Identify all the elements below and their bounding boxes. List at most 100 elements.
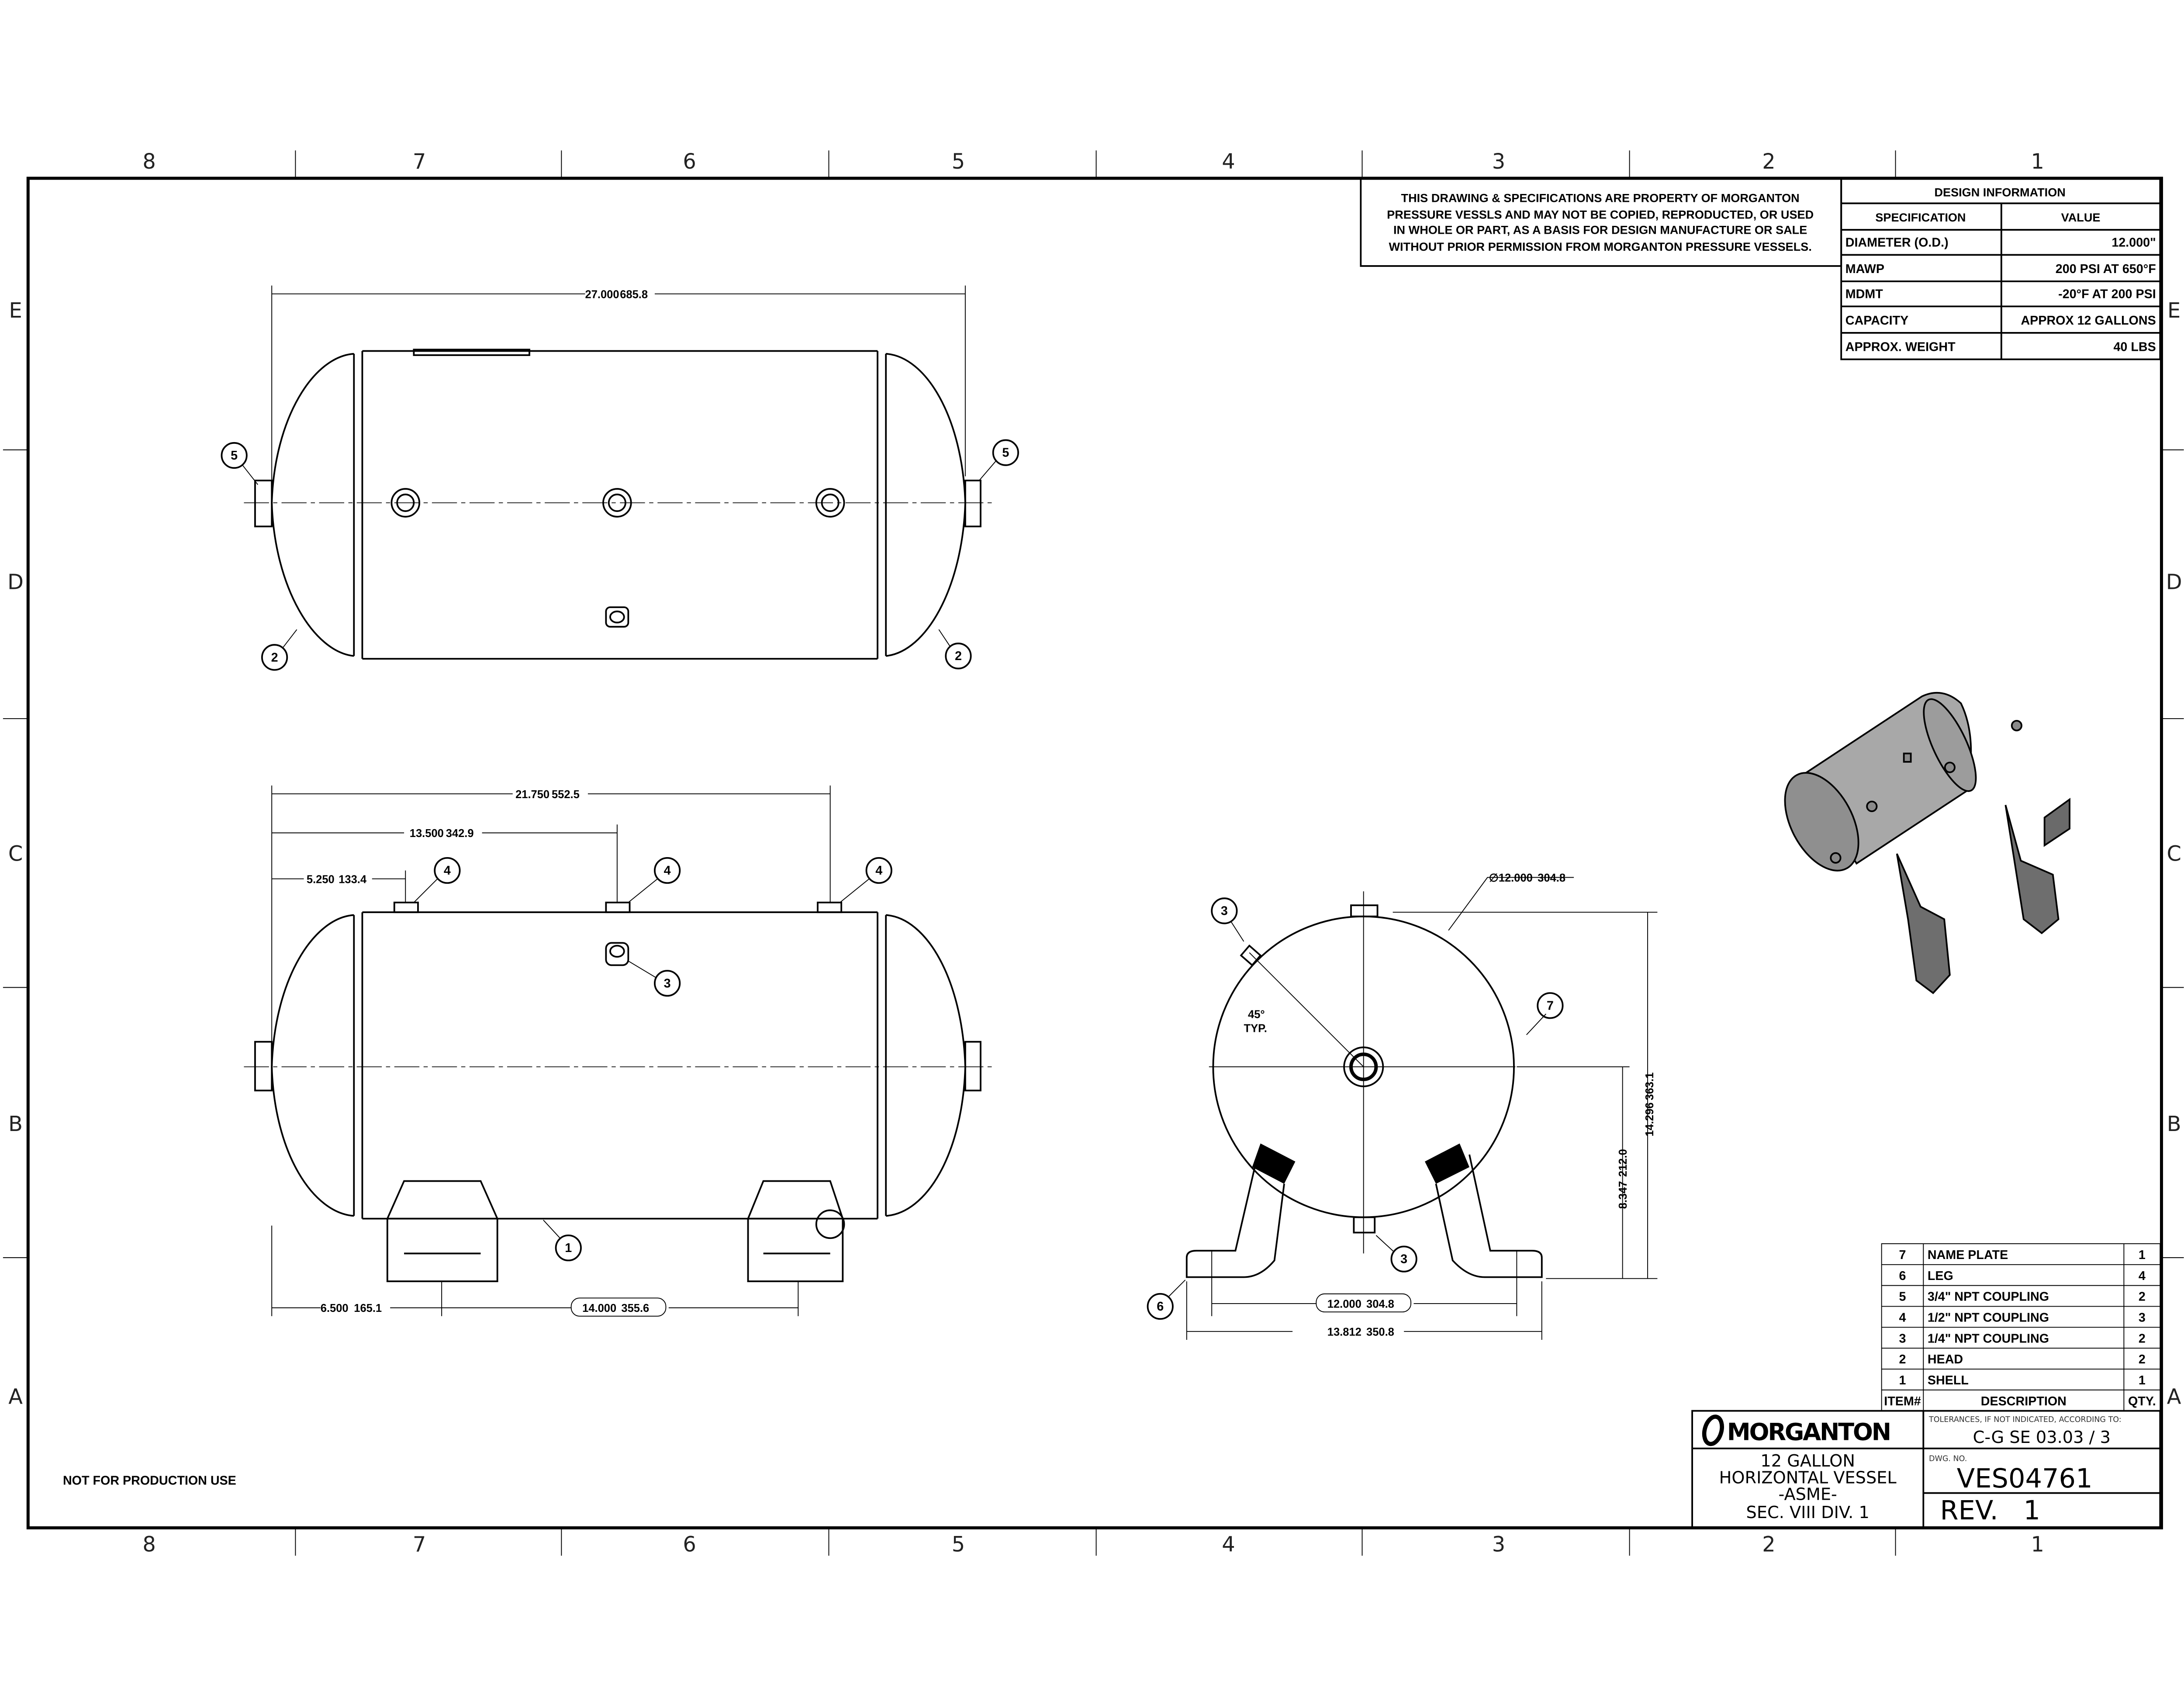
zone-col: 3	[1492, 1533, 1505, 1557]
svg-text:1: 1	[2139, 1248, 2146, 1262]
zone-col: 2	[1762, 150, 1775, 174]
dim-center-height: 8.347	[1617, 1181, 1629, 1209]
svg-text:2: 2	[2139, 1352, 2146, 1366]
svg-text:ITEM#: ITEM#	[1884, 1394, 1921, 1408]
title-line: -ASME-	[1778, 1485, 1837, 1505]
svg-text:3: 3	[1899, 1332, 1906, 1346]
svg-text:SHELL: SHELL	[1928, 1373, 1969, 1387]
svg-text:1/4" NPT COUPLING: 1/4" NPT COUPLING	[1928, 1332, 2049, 1346]
svg-text:2: 2	[2139, 1290, 2146, 1304]
design-info-title: DESIGN INFORMATION	[1934, 186, 2065, 199]
value-cell: -20°F AT 200 PSI	[2058, 287, 2156, 301]
svg-text:2: 2	[271, 650, 278, 664]
zone-row: D	[7, 571, 24, 595]
zone-col: 1	[2031, 150, 2044, 174]
zone-col: 4	[1222, 1533, 1235, 1557]
balloon: 1	[543, 1220, 582, 1262]
balloon: 4	[413, 857, 461, 903]
svg-text:3: 3	[1221, 904, 1228, 918]
dim-coupling-4c: 21.750	[515, 789, 549, 801]
svg-text:7: 7	[1899, 1248, 1906, 1262]
svg-text:PRESSURE VESSLS AND MAY NOT BE: PRESSURE VESSLS AND MAY NOT BE COPIED, R…	[1387, 208, 1814, 221]
svg-text:4: 4	[1899, 1311, 1906, 1325]
balloon: 3	[628, 960, 681, 997]
svg-text:4: 4	[664, 864, 671, 878]
drawing-border	[26, 176, 2163, 1529]
zone-col: 5	[952, 150, 965, 174]
production-note: NOT FOR PRODUCTION USE	[63, 1474, 236, 1488]
zone-col: 7	[413, 1533, 426, 1557]
zone-row: E	[9, 299, 22, 323]
zone-column-labels-bottom: 8 7 6 5 4 3 2 1	[142, 1533, 2044, 1557]
title-line: HORIZONTAL VESSEL	[1719, 1468, 1897, 1487]
value-cell: APPROX 12 GALLONS	[2021, 314, 2156, 328]
svg-text:5: 5	[1002, 446, 1009, 460]
top-view: 27.000 685.8 5 5 2 2	[221, 285, 1019, 671]
svg-text:7: 7	[1547, 999, 1554, 1013]
balloon: 6	[1147, 1280, 1186, 1320]
svg-text:LEG: LEG	[1928, 1269, 1953, 1283]
zone-ticks	[3, 150, 2184, 1556]
balloon: 3	[1211, 897, 1244, 942]
svg-text:NAME PLATE: NAME PLATE	[1928, 1248, 2008, 1262]
svg-text:HEAD: HEAD	[1928, 1352, 1963, 1366]
zone-col: 6	[683, 150, 696, 174]
zone-row: A	[8, 1385, 23, 1409]
svg-text:2: 2	[2139, 1332, 2146, 1346]
col-value: VALUE	[2061, 211, 2101, 224]
title-line: SEC. VIII DIV. 1	[1746, 1503, 1870, 1522]
dim-leg-spacing: 14.000	[582, 1302, 616, 1314]
zone-col: 1	[2031, 1533, 2044, 1557]
drawing-number: VES04761	[1957, 1463, 2093, 1494]
dim-coupling-4b: 13.500	[410, 827, 444, 840]
balloon: 7	[1537, 992, 1564, 1019]
angle-note: TYP.	[1244, 1022, 1267, 1034]
zone-col: 4	[1222, 150, 1235, 174]
balloon: 3	[1375, 1235, 1417, 1273]
dim-leg-width-outer: 13.812	[1327, 1326, 1362, 1338]
zone-col: 2	[1762, 1533, 1775, 1557]
svg-text:5: 5	[231, 449, 238, 463]
front-view: 21.750 552.5 13.500 342.9 5.250 133.4 6.…	[244, 785, 992, 1317]
dim-diameter-mm: 304.8	[1538, 872, 1565, 884]
svg-text:WITHOUT PRIOR PERMISSION FROM: WITHOUT PRIOR PERMISSION FROM MORGANTON …	[1389, 240, 1811, 253]
dim-leg-width-inner: 12.000	[1327, 1298, 1362, 1311]
balloon: 5	[221, 442, 259, 485]
zone-column-labels-top: 8 7 6 5 4 3 2 1	[142, 150, 2044, 174]
balloon: 4	[840, 857, 892, 903]
col-spec: SPECIFICATION	[1875, 211, 1966, 224]
dim-leg-offset-mm: 165.1	[354, 1302, 382, 1314]
svg-text:4: 4	[444, 864, 451, 878]
morganton-logo: MORGANTON	[1702, 1415, 1891, 1446]
svg-text:3: 3	[664, 976, 671, 990]
zone-row: A	[2167, 1385, 2181, 1409]
dim-coupling-4a-mm: 133.4	[339, 873, 367, 886]
zone-col: 6	[683, 1533, 696, 1557]
svg-text:6: 6	[1899, 1269, 1906, 1283]
spec-cell: CAPACITY	[1845, 314, 1909, 328]
balloon: 5	[979, 439, 1019, 481]
isometric-view	[1784, 692, 2070, 994]
zone-col: 8	[142, 150, 156, 174]
spec-cell: MDMT	[1845, 287, 1883, 301]
svg-text:1: 1	[2139, 1373, 2146, 1387]
dim-overall-height-mm: 363.1	[1644, 1072, 1656, 1100]
spec-cell: MAWP	[1845, 262, 1884, 276]
zone-row: B	[8, 1112, 23, 1136]
dim-leg-offset: 6.500	[321, 1302, 349, 1314]
value-cell: 200 PSI AT 650°F	[2056, 262, 2156, 276]
svg-text:4: 4	[875, 864, 882, 878]
angle-label: 45°	[1248, 1009, 1265, 1021]
zone-col: 5	[952, 1533, 965, 1557]
value-cell: 40 LBS	[2113, 340, 2156, 354]
svg-text:4: 4	[2139, 1269, 2146, 1283]
zone-row: E	[2167, 299, 2181, 323]
svg-text:6: 6	[1157, 1300, 1164, 1314]
svg-text:DESCRIPTION: DESCRIPTION	[1981, 1394, 2067, 1408]
tolerances-label: TOLERANCES, IF NOT INDICATED, ACCORDING …	[1928, 1415, 2122, 1424]
dim-diameter: ∅12.000	[1489, 872, 1533, 884]
svg-text:5: 5	[1899, 1290, 1906, 1304]
svg-text:3: 3	[2139, 1311, 2146, 1325]
